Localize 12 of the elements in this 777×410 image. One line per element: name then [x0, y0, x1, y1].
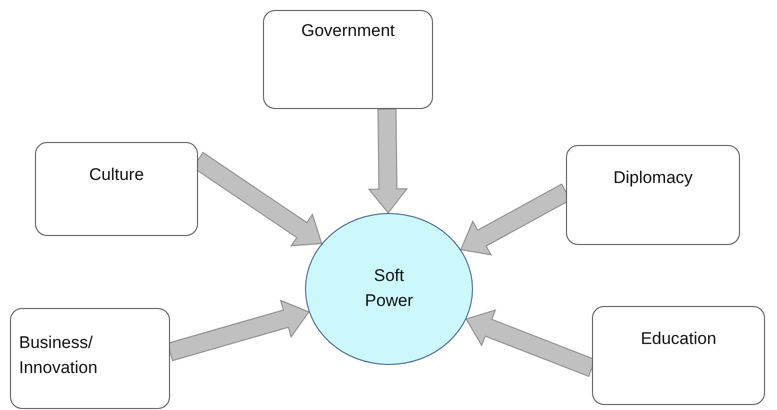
node-label: Diplomacy: [613, 167, 693, 189]
node-label: Education: [640, 328, 716, 350]
category-box: [35, 142, 198, 236]
category-box: [592, 306, 765, 405]
category-box: [263, 10, 433, 109]
category-box: [566, 145, 740, 245]
node-label: Culture: [89, 164, 144, 186]
node-label: Soft Power: [364, 265, 414, 312]
node-label: Government: [301, 20, 395, 42]
node-label: Business/ Innovation: [19, 332, 98, 379]
block-arrow: [368, 108, 408, 214]
category-box: [10, 308, 170, 409]
